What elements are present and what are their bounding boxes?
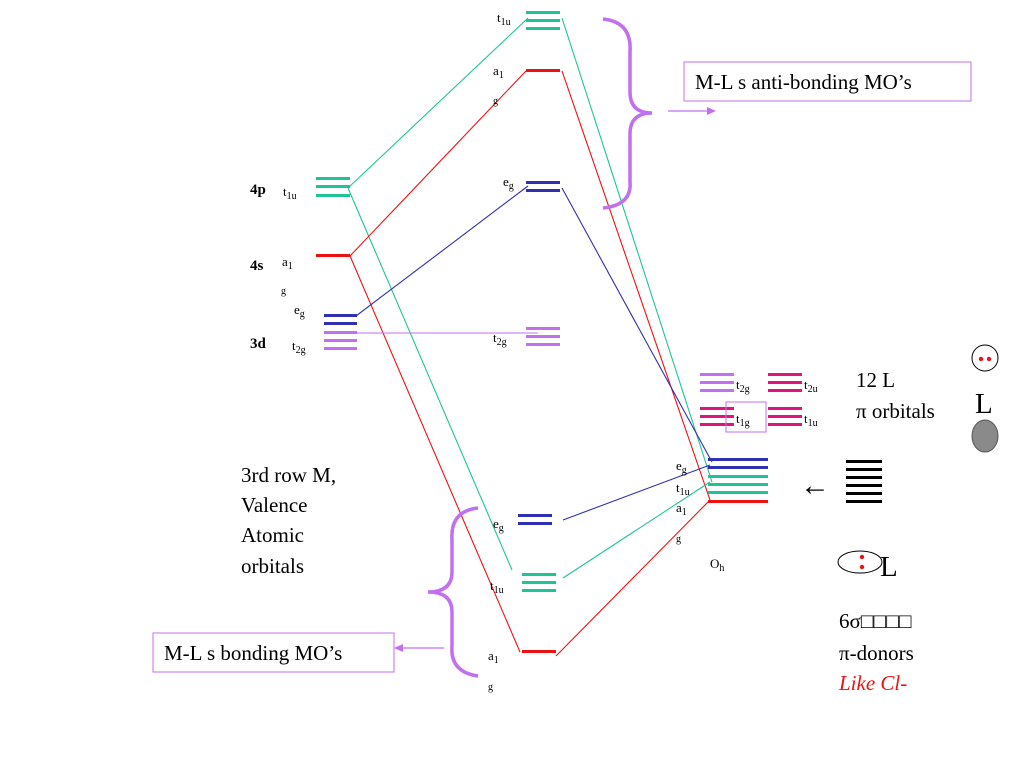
- level-4s-g: g: [281, 286, 286, 297]
- mo-top-a1g-label: a1: [493, 63, 504, 81]
- line-top-eg-to-ligand: [561, 187, 713, 463]
- level-4p-label: 4p: [250, 182, 266, 198]
- bonding-box: [152, 632, 395, 673]
- line-4s-to-bot-a1g: [349, 255, 521, 653]
- mo-bot-a1g-g: g: [488, 682, 493, 693]
- ligand-levels-icon: [846, 460, 882, 503]
- level-4s-sym: a1: [282, 254, 293, 272]
- oh-label: Oh: [710, 556, 724, 574]
- ligand-pi-t1g-level: [700, 407, 734, 426]
- mo-top-a1g-g: g: [493, 96, 498, 107]
- mo-bot-a1g-label: a1: [488, 648, 499, 666]
- ligand-pi-t2g-label: t2g: [736, 377, 750, 395]
- correlation-lines: [347, 17, 713, 657]
- level-3d-eg-sym: eg: [294, 302, 305, 320]
- metal-3d-eg-level: [324, 314, 357, 325]
- mo-t2g-label: t2g: [493, 330, 507, 348]
- mo-bot-eg-level: [518, 514, 552, 525]
- pi-donors-label: π-donors: [839, 641, 914, 665]
- ligand-pi-t2u-level: [768, 373, 802, 392]
- metal-3d-t2g-level: [324, 331, 357, 350]
- level-3d-label: 3d: [250, 336, 267, 352]
- ligand-lone-pair-dot-bottom-icon: [859, 564, 865, 570]
- ligand-L-label-top: L: [975, 388, 993, 420]
- line-4s-to-top-a1g: [349, 70, 527, 257]
- valence-line-3: Atomic: [241, 523, 304, 547]
- like-cl-label: Like Cl-: [838, 671, 907, 695]
- bonding-brace: [427, 506, 479, 678]
- ligand-a1g-g: g: [676, 534, 681, 545]
- ligand-lone-pair-dot-top-icon: [859, 554, 865, 560]
- ligand-t1u-label: t1u: [676, 480, 690, 498]
- level-4s-label: 4s: [250, 258, 264, 274]
- antibonding-arrowhead: [707, 107, 716, 115]
- mo-top-t1u-level: [526, 11, 560, 30]
- ligand-lone-pair-ellipse-icon: [837, 550, 883, 574]
- ligand-pi-t2u-label: t2u: [804, 377, 818, 395]
- level-3d-t2g-sym: t2g: [292, 338, 306, 356]
- ligand-eg-label: eg: [676, 458, 687, 476]
- mo-top-eg-level: [526, 181, 560, 192]
- valence-line-2: Valence: [241, 493, 307, 517]
- ligand-sigma-levels: [708, 458, 768, 503]
- mo-top-a1g-level: [526, 69, 560, 72]
- line-bot-t1u-to-ligand: [562, 481, 711, 579]
- line-top-a1g-to-ligand: [561, 70, 711, 501]
- ligand-pi-t1g-label: t1g: [736, 411, 750, 429]
- valence-line-4: orbitals: [241, 554, 304, 578]
- ligand-L-label-bottom: L: [880, 551, 898, 583]
- line-bot-eg-to-ligand: [562, 464, 711, 521]
- line-top-t1u-to-ligand: [561, 17, 713, 483]
- sigma-donors-label: 6σ□□□□: [839, 609, 912, 633]
- antibonding-brace: [602, 17, 653, 210]
- line-4p-to-top-t1u: [347, 17, 529, 189]
- ligand-lobe-icon: [971, 419, 999, 453]
- ligand-pi-t2g-level: [700, 373, 734, 392]
- mo-bot-eg-label: eg: [493, 516, 504, 534]
- mo-bot-a1g-level: [522, 650, 556, 653]
- mo-top-t1u-label: t1u: [497, 10, 511, 28]
- level-4p-sym: t1u: [283, 184, 297, 202]
- pi-orbitals-label: π orbitals: [856, 399, 935, 423]
- line-bot-a1g-to-ligand: [555, 499, 711, 657]
- bonding-label: M-L s bonding MO’s: [164, 641, 342, 665]
- line-4p-to-bot-t1u: [347, 187, 513, 571]
- metal-4p-level: [316, 177, 350, 197]
- lone-pair-dot-right-icon: [986, 356, 992, 362]
- ligand-pi-t1u-label: t1u: [804, 411, 818, 429]
- mo-bot-t1u-label: t1u: [490, 578, 504, 596]
- ligand-pi-t1u-level: [768, 407, 802, 426]
- bonding-arrowhead: [394, 644, 403, 652]
- antibonding-box: [683, 61, 972, 102]
- mo-top-eg-label: eg: [503, 174, 514, 192]
- pi-count-label: 12 L: [856, 368, 895, 392]
- lone-pair-circle-icon: [971, 344, 999, 372]
- ligand-arrow: ←: [800, 469, 830, 502]
- line-3d-to-top-eg: [355, 185, 529, 317]
- valence-line-1: 3rd row M,: [241, 463, 336, 487]
- mo-t2g-level: [526, 327, 560, 346]
- mo-bot-t1u-level: [522, 573, 556, 592]
- ligand-a1g-label: a1: [676, 500, 687, 518]
- metal-4s-level: [316, 254, 350, 257]
- t1g-highlight-box: [725, 401, 767, 433]
- lone-pair-dot-left-icon: [978, 356, 984, 362]
- antibonding-label: M-L s anti-bonding MO’s: [695, 70, 912, 94]
